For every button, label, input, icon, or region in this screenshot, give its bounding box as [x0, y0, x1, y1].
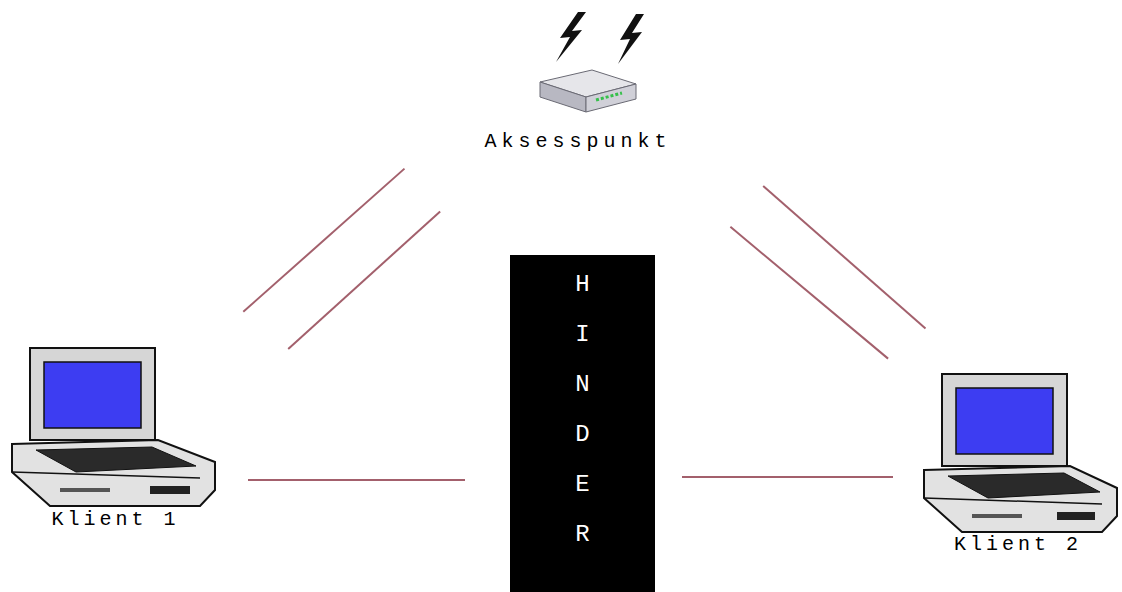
laptop-keyboard — [948, 473, 1100, 498]
radio-link — [730, 227, 888, 359]
device-label: Klient 1 — [51, 509, 179, 531]
router-front — [540, 82, 586, 112]
laptop-port — [1057, 512, 1095, 520]
router-leds — [596, 93, 622, 100]
laptop-screen — [956, 388, 1053, 454]
lightning-bolt — [556, 12, 586, 62]
laptop-icon — [924, 374, 1117, 532]
device-label: Klient 2 — [954, 534, 1082, 556]
access-point: Aksesspunkt — [477, 5, 679, 155]
laptop-port — [60, 488, 110, 492]
obstacle-wall: HINDER — [510, 255, 655, 592]
laptop-icon — [12, 348, 215, 506]
radio-link — [763, 186, 925, 328]
laptop-edge — [12, 472, 200, 478]
radio-link — [248, 479, 465, 481]
radio-link — [243, 169, 404, 312]
laptop-screen — [44, 362, 141, 428]
laptop-edge — [924, 498, 1102, 504]
router-side — [586, 84, 636, 112]
client-laptop: Klient 2 — [918, 370, 1118, 558]
laptop-keyboard — [36, 447, 196, 472]
laptop-lid — [942, 374, 1067, 466]
obstacle-label: HINDER — [571, 260, 595, 560]
router-icon — [540, 12, 644, 112]
device-label: Aksesspunkt — [484, 131, 671, 153]
lightning-bolt — [618, 14, 644, 64]
laptop-base — [12, 440, 215, 506]
client-laptop: Klient 1 — [8, 345, 223, 533]
laptop-lid — [30, 348, 155, 440]
laptop-port — [150, 486, 190, 494]
radio-link — [682, 476, 893, 478]
laptop-base — [924, 466, 1117, 532]
laptop-port — [972, 514, 1022, 518]
radio-link — [288, 211, 440, 349]
